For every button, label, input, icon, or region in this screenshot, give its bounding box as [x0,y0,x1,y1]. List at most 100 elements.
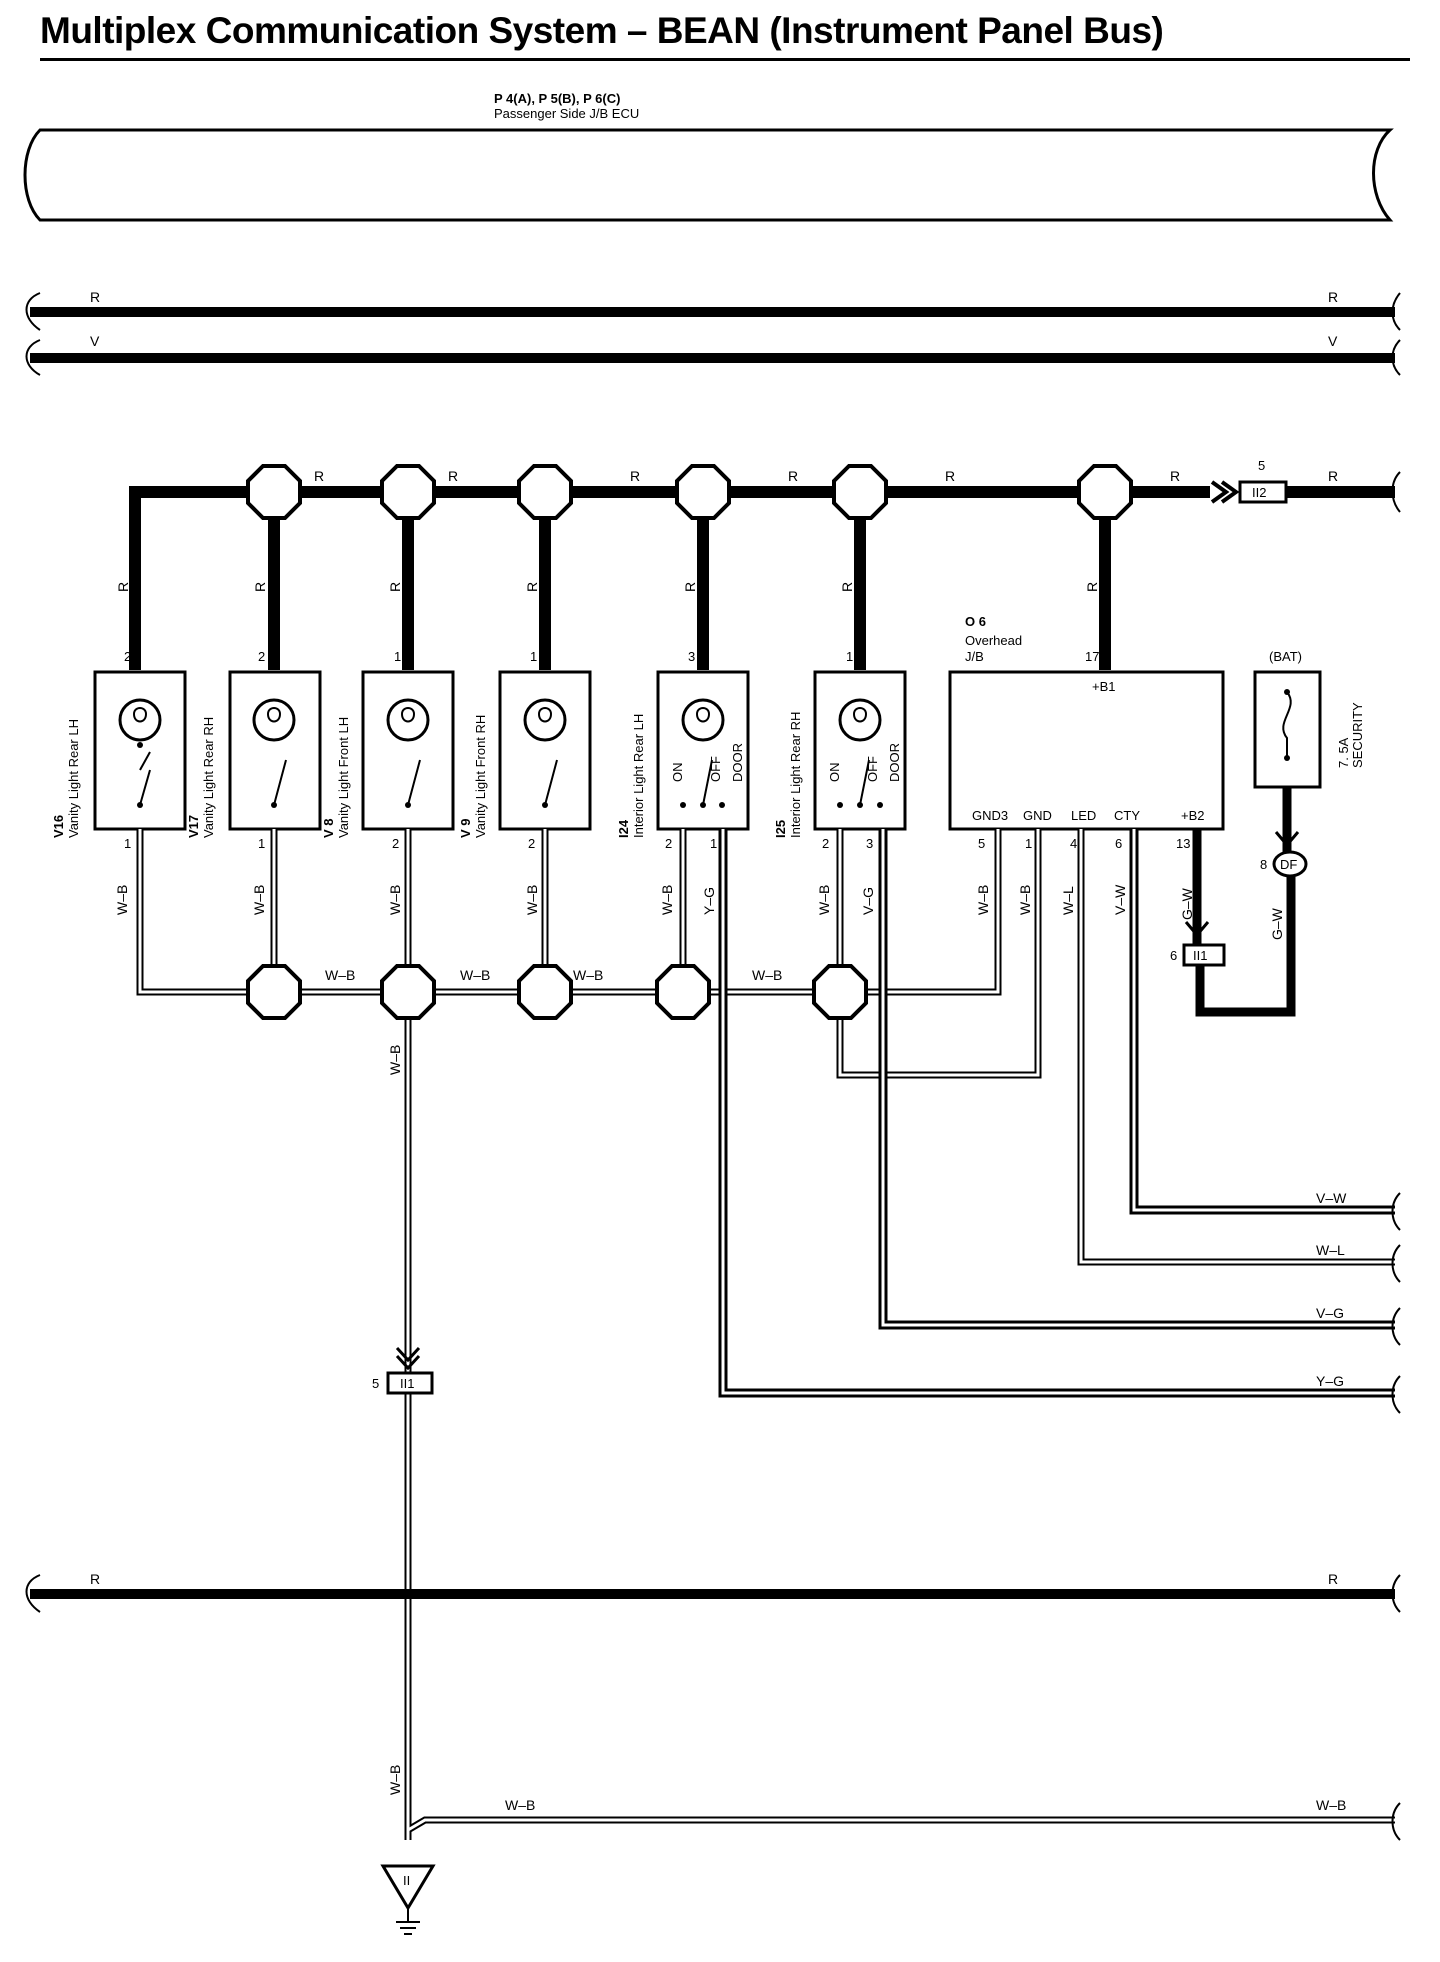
i25-code: I25 [773,820,788,838]
o6-pin-gnd: 1 [1025,836,1032,851]
overhead-jb: O 6 Overhead J/B 17 +B1 GND3 GND LED CTY… [948,614,1225,851]
right-wire-wl: W–L [1316,1242,1345,1258]
ii1a-label: II1 [1193,948,1207,963]
switch-v9: 1 2 V 9 Vanity Light Front RH [458,649,592,851]
wb-h-label-3: W–B [573,967,603,983]
wb-label-2: W–B [251,885,267,915]
bus-bottom-r-right: R [1328,1571,1338,1587]
bus-top: R R V V [25,289,1401,376]
i24-pos-on: ON [670,763,685,783]
i25-pos-off: OFF [865,756,880,782]
wb-label-3: W–B [387,885,403,915]
ii2-label: II2 [1252,485,1266,500]
branch-r-2: R [252,582,268,592]
switch-i25: 1 2 3 ON OFF DOOR I25 Interior Light Rea… [773,649,907,851]
v17-pin-bottom: 1 [258,836,265,851]
i24-name: Interior Light Rear LH [631,714,646,838]
i24-pin-top: 3 [688,649,695,664]
v9-code: V 9 [458,818,473,838]
ground-symbol: II [380,1864,436,1935]
i24-pin-bottom2: 1 [710,836,717,851]
wb-h-label-4: W–B [752,967,782,983]
i25-pin-bottom2: 3 [866,836,873,851]
wb-label-8: W–B [1017,885,1033,915]
right-wire-yg: Y–G [1316,1373,1344,1389]
switch-i24: 3 2 1 ON OFF DOOR I24 Interior Light Rea… [616,649,750,851]
i25-pin-top: 1 [846,649,853,664]
branch-r-6: R [839,582,855,592]
fuse-source: (BAT) [1269,649,1302,664]
v16-pin-bottom: 1 [124,836,131,851]
i24-wire2: Y–G [701,887,717,915]
i25-name: Interior Light Rear RH [788,712,803,838]
gw-loop: II1 6 G–W [1170,829,1296,1017]
b2-wire: G–W [1179,887,1195,920]
ecu-name: Passenger Side J/B ECU [494,106,639,121]
ii1b-pin: 5 [372,1376,379,1391]
o6-term-cty: CTY [1114,808,1140,823]
cty-wire: V–W [1112,884,1128,915]
o6-pin-gnd3: 5 [978,836,985,851]
o6-term-b2: +B2 [1181,808,1205,823]
led-wire: W–L [1060,886,1076,915]
wb-h-label-1: W–B [325,967,355,983]
lamp-bus-r-7: R [1328,468,1338,484]
v9-pin-top: 1 [530,649,537,664]
wb-label-1: W–B [114,885,130,915]
v8-code: V 8 [321,818,336,838]
v17-code: V17 [186,815,201,838]
i25-pin-bottom: 2 [822,836,829,851]
v16-name: Vanity Light Rear LH [66,719,81,838]
wb-label-4: W–B [524,885,540,915]
i24-pos-door: DOOR [730,743,745,782]
diagram-title: Multiplex Communication System – BEAN (I… [40,10,1164,51]
i25-wire2: V–G [860,887,876,915]
o6-term-gnd3: GND3 [972,808,1008,823]
ecu-box [23,128,1394,222]
switch-v17: 2 1 V17 Vanity Light Rear RH [186,649,322,851]
o6-pin-b1: 17 [1085,649,1099,664]
title-rule [40,58,1410,61]
right-wires [718,829,1401,1841]
fuse-wire: G–W [1269,907,1285,940]
branch-r-3: R [387,582,403,592]
fuse-conn-code: DF [1280,857,1297,872]
bus-bottom-wb-right: W–B [1316,1797,1346,1813]
v16-pin-top: 2 [124,649,131,664]
fuse-security: (BAT) 7. 5A SECURITY DF 8 G–W [1253,649,1365,940]
o6-term-gnd: GND [1023,808,1052,823]
lamp-bus: II2 5 R R R R R R R [129,458,1401,670]
bus-bottom: R R W–B W–B W–B [25,1571,1401,1813]
bus-top-wire1-left: R [90,289,100,305]
v9-pin-bottom: 2 [528,836,535,851]
bus-bottom-r-left: R [90,1571,100,1587]
branch-r-4: R [524,582,540,592]
fuse-name: SECURITY [1350,702,1365,768]
wb-h-label-2: W–B [460,967,490,983]
lamp-branches: R R R R R R R [115,492,1111,670]
ii1b-connector: II1 5 [372,1346,434,1395]
wb-v-label: W–B [387,1045,403,1075]
wb-bus-labels: W–B W–B W–B W–B W–B W–B W–B W–B W–B W–B … [114,885,1033,1075]
v17-pin-top: 2 [258,649,265,664]
branch-r-1: R [115,582,131,592]
bus-top-wire2-right: V [1328,333,1338,349]
lamp-bus-r-4: R [788,468,798,484]
ii1b-label: II1 [400,1376,414,1391]
switch-v8: 1 2 V 8 Vanity Light Front LH [321,649,455,851]
o6-name-2: J/B [965,649,984,664]
i24-pos-off: OFF [708,756,723,782]
wb-label-6: W–B [816,885,832,915]
o6-term-led: LED [1071,808,1096,823]
v8-pin-bottom: 2 [392,836,399,851]
bus-bottom-wb-left: W–B [505,1797,535,1813]
lamp-bus-r-2: R [448,468,458,484]
v8-name: Vanity Light Front LH [336,717,351,838]
o6-pin-cty: 6 [1115,836,1122,851]
ecu-connectors: P 4(A), P 5(B), P 6(C) [494,91,620,106]
right-wire-vw: V–W [1316,1190,1347,1206]
fuse-conn-pin: 8 [1260,857,1267,872]
o6-name-1: Overhead [965,633,1022,648]
branch-r-7: R [1084,582,1100,592]
i24-code: I24 [616,819,631,838]
